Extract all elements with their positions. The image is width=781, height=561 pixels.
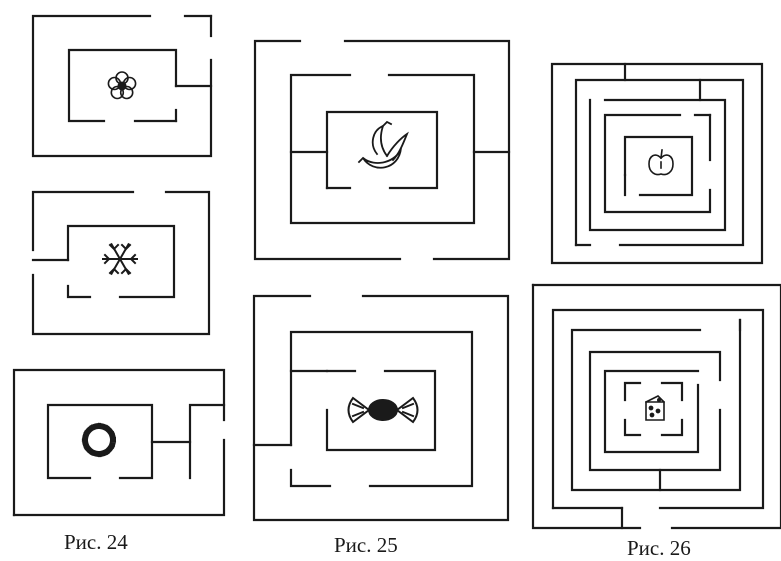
maze-25-1 <box>255 41 509 259</box>
figure-caption-25: Рис. 25 <box>334 533 398 558</box>
maze-walls <box>552 64 762 263</box>
maze-26-1 <box>552 64 762 263</box>
ring-icon <box>85 426 113 454</box>
maze-walls <box>14 370 224 515</box>
maze-walls <box>255 41 509 259</box>
figure-caption-24: Рис. 24 <box>64 530 128 555</box>
banana-icon <box>359 122 407 168</box>
maze-25-2 <box>254 296 508 520</box>
maze-24-3 <box>14 370 224 515</box>
snowflake-icon <box>103 244 137 273</box>
maze-walls <box>533 285 781 528</box>
maze-26-2 <box>533 285 781 528</box>
figure-caption-26: Рис. 26 <box>627 536 691 561</box>
maze-24-1 <box>33 16 211 156</box>
candy-icon <box>349 398 418 422</box>
apple-icon <box>649 150 673 175</box>
flower-icon <box>108 72 135 99</box>
maze-24-2 <box>33 192 209 334</box>
maze-walls <box>33 192 209 334</box>
cheese-icon <box>646 396 664 420</box>
